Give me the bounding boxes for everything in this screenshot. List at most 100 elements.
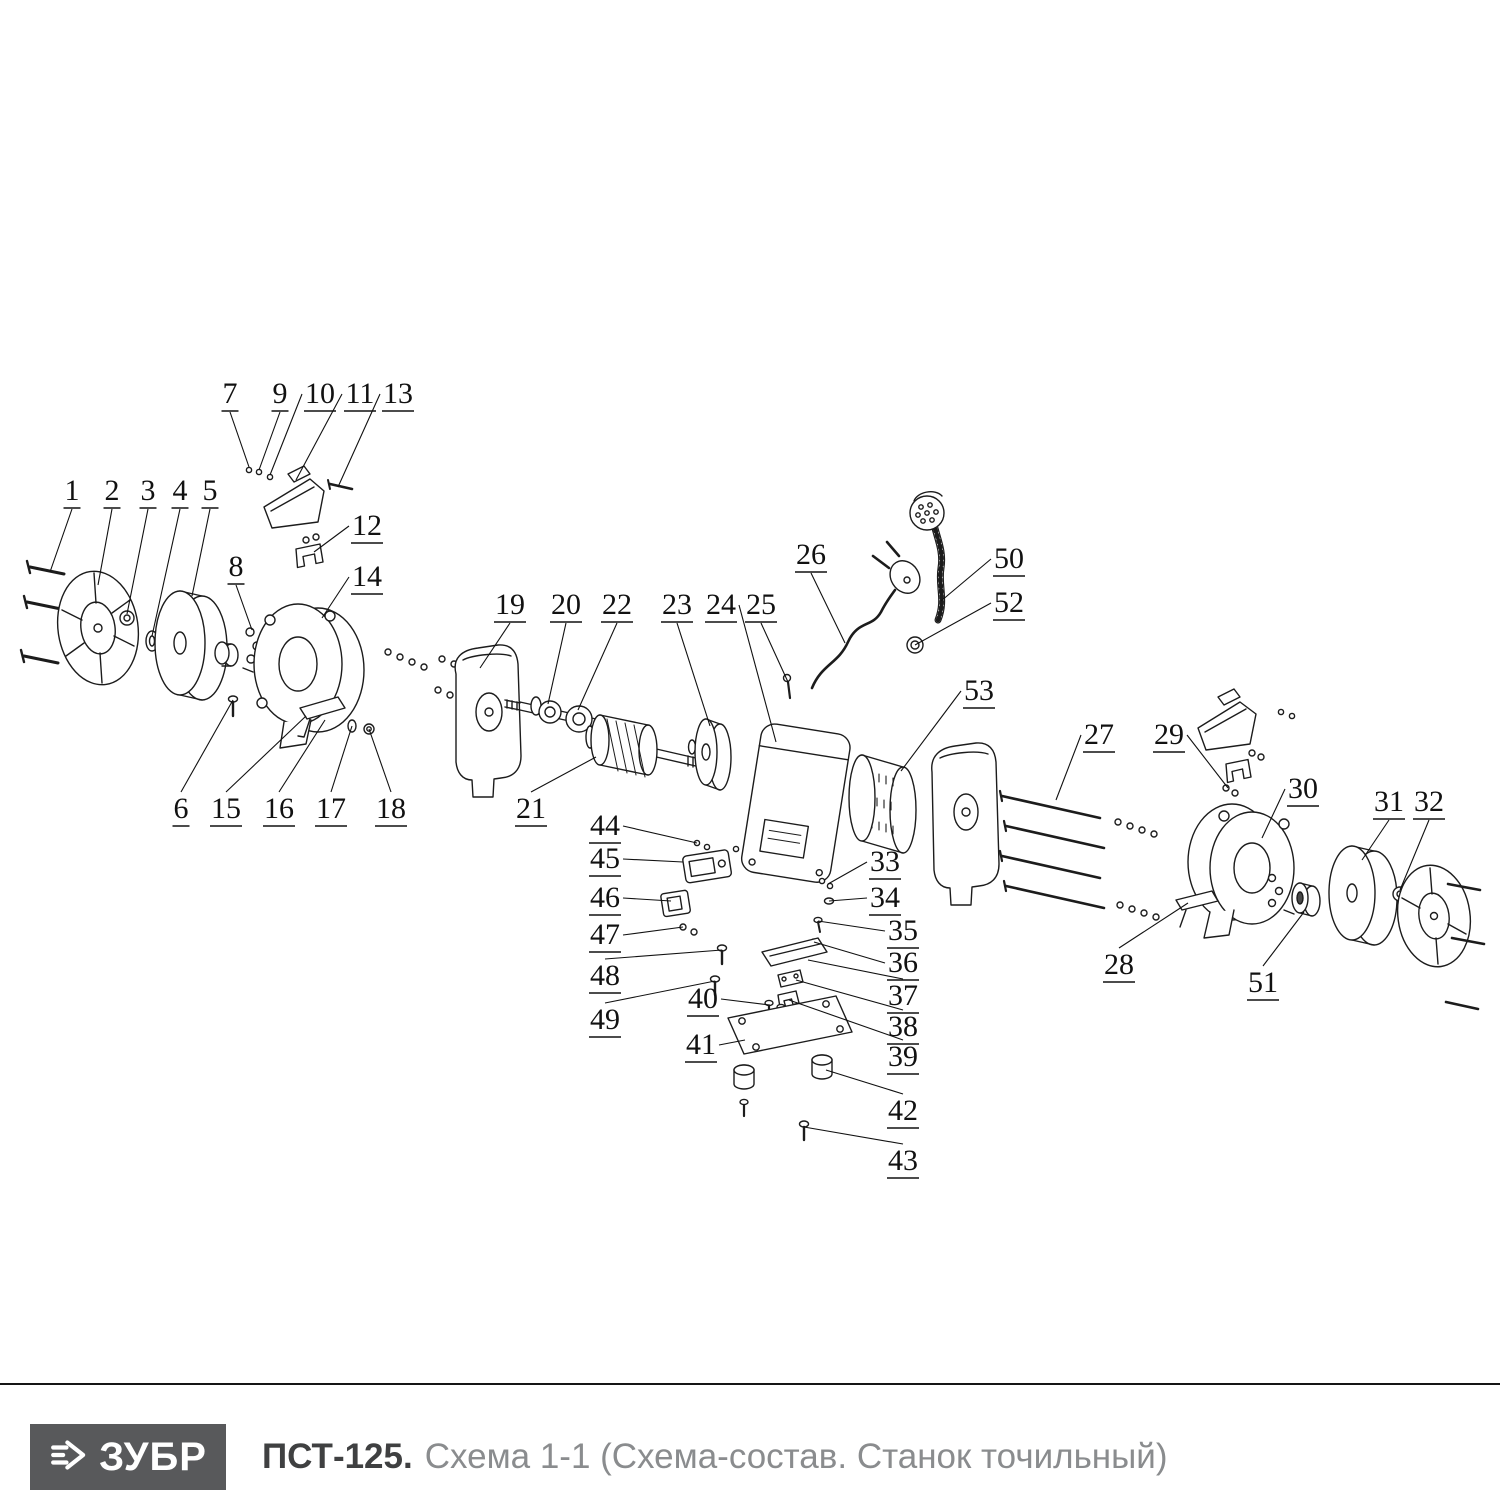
part-number-16: 16 bbox=[264, 792, 294, 825]
part-number-44: 44 bbox=[590, 809, 620, 842]
part-number-11: 11 bbox=[346, 377, 375, 410]
eye-shield-left bbox=[245, 465, 354, 529]
part-number-38: 38 bbox=[888, 1010, 918, 1043]
part-number-22: 22 bbox=[602, 588, 632, 621]
part-number-52: 52 bbox=[994, 586, 1024, 619]
leader-line-37 bbox=[807, 959, 904, 980]
part-number-20: 20 bbox=[551, 588, 581, 621]
leader-line-16 bbox=[278, 719, 326, 793]
wheel-guard-right bbox=[1187, 803, 1295, 939]
leader-line-28 bbox=[1118, 902, 1189, 949]
part-number-15: 15 bbox=[211, 792, 241, 825]
part-number-43: 43 bbox=[888, 1144, 918, 1177]
part-number-26: 26 bbox=[796, 538, 826, 571]
leader-line-10 bbox=[269, 393, 303, 476]
fastener-cluster-left bbox=[384, 648, 466, 704]
leader-line-15 bbox=[225, 715, 307, 793]
part-number-49: 49 bbox=[590, 1003, 620, 1036]
leader-line-52 bbox=[914, 602, 992, 646]
part-number-40: 40 bbox=[688, 982, 718, 1015]
part-number-42: 42 bbox=[888, 1094, 918, 1127]
motor-housing bbox=[740, 723, 851, 883]
leader-line-6 bbox=[180, 699, 234, 793]
wheel-cover-left bbox=[56, 570, 140, 686]
washers-right bbox=[1114, 818, 1160, 921]
part-number-24: 24 bbox=[706, 588, 736, 621]
tool-rest-right bbox=[1175, 890, 1219, 928]
leader-line-13 bbox=[337, 393, 381, 488]
part-number-2: 2 bbox=[105, 474, 120, 507]
part-number-8: 8 bbox=[229, 550, 244, 583]
leader-line-53 bbox=[900, 690, 962, 772]
part-number-13: 13 bbox=[383, 377, 413, 410]
through-bolts bbox=[998, 789, 1106, 910]
part-number-51: 51 bbox=[1248, 966, 1278, 999]
part-number-23: 23 bbox=[662, 588, 692, 621]
shield-bracket-left bbox=[295, 533, 324, 569]
wheel-spacer bbox=[214, 641, 239, 667]
leader-line-32 bbox=[1399, 819, 1430, 891]
guard-fasteners-right bbox=[1267, 873, 1295, 915]
part-number-35: 35 bbox=[888, 914, 918, 947]
part-number-32: 32 bbox=[1414, 785, 1444, 818]
base-plate bbox=[727, 995, 853, 1055]
fan bbox=[687, 718, 732, 791]
part-number-18: 18 bbox=[376, 792, 406, 825]
footer-divider bbox=[0, 1383, 1500, 1385]
screw-48 bbox=[716, 944, 728, 966]
part-number-36: 36 bbox=[888, 946, 918, 979]
leader-lines bbox=[49, 393, 1430, 1145]
part-number-5: 5 bbox=[203, 474, 218, 507]
power-cord-plug bbox=[810, 540, 921, 690]
diagram-title: ПСТ-125. Схема 1-1 (Схема-состав. Станок… bbox=[262, 1424, 1168, 1490]
leader-line-44 bbox=[622, 825, 698, 844]
spark-flap bbox=[761, 937, 828, 967]
part-number-33: 33 bbox=[870, 845, 900, 878]
part-number-39: 39 bbox=[888, 1040, 918, 1073]
end-bell-right bbox=[931, 742, 1000, 906]
leader-line-3 bbox=[126, 508, 149, 615]
leader-line-9 bbox=[258, 411, 281, 471]
leader-line-49 bbox=[604, 980, 716, 1004]
leader-line-42 bbox=[825, 1069, 904, 1095]
foot-screw bbox=[798, 1120, 810, 1142]
leader-line-33 bbox=[827, 861, 868, 885]
leader-line-21 bbox=[530, 756, 597, 793]
leader-line-41 bbox=[718, 1039, 746, 1046]
part-number-19: 19 bbox=[495, 588, 525, 621]
brand-name: ЗУБР bbox=[99, 1434, 207, 1479]
flex-lamp bbox=[909, 490, 946, 624]
part-number-1: 1 bbox=[65, 474, 80, 507]
part-number-34: 34 bbox=[870, 881, 900, 914]
leader-line-26 bbox=[810, 572, 846, 644]
leader-line-47 bbox=[622, 926, 684, 936]
part-number-3: 3 bbox=[141, 474, 156, 507]
leader-line-23 bbox=[676, 622, 711, 727]
eye-shield-right bbox=[1197, 688, 1296, 797]
model-name: ПСТ-125. bbox=[262, 1437, 413, 1476]
rotor-armature bbox=[585, 714, 658, 778]
leader-line-1 bbox=[49, 508, 73, 573]
leader-line-4 bbox=[151, 508, 181, 637]
leader-line-29 bbox=[1186, 734, 1229, 789]
stator bbox=[848, 754, 917, 854]
leader-line-5 bbox=[191, 508, 211, 597]
zubr-logo-icon bbox=[49, 1435, 89, 1480]
hinge-piece bbox=[777, 969, 804, 988]
leader-line-34 bbox=[828, 897, 868, 902]
part-number-50: 50 bbox=[994, 542, 1024, 575]
wheel-guard-left bbox=[253, 603, 365, 749]
leader-line-45 bbox=[622, 858, 684, 863]
tool-rest-left bbox=[297, 696, 375, 738]
part-number-28: 28 bbox=[1104, 948, 1134, 981]
leader-line-7 bbox=[229, 411, 250, 468]
screw-6 bbox=[227, 695, 239, 718]
part-number-53: 53 bbox=[964, 674, 994, 707]
switch-plate bbox=[682, 849, 733, 884]
power-switch bbox=[660, 889, 691, 918]
leader-line-2 bbox=[97, 508, 113, 586]
leader-line-11 bbox=[295, 393, 343, 481]
leader-line-36 bbox=[813, 941, 886, 964]
